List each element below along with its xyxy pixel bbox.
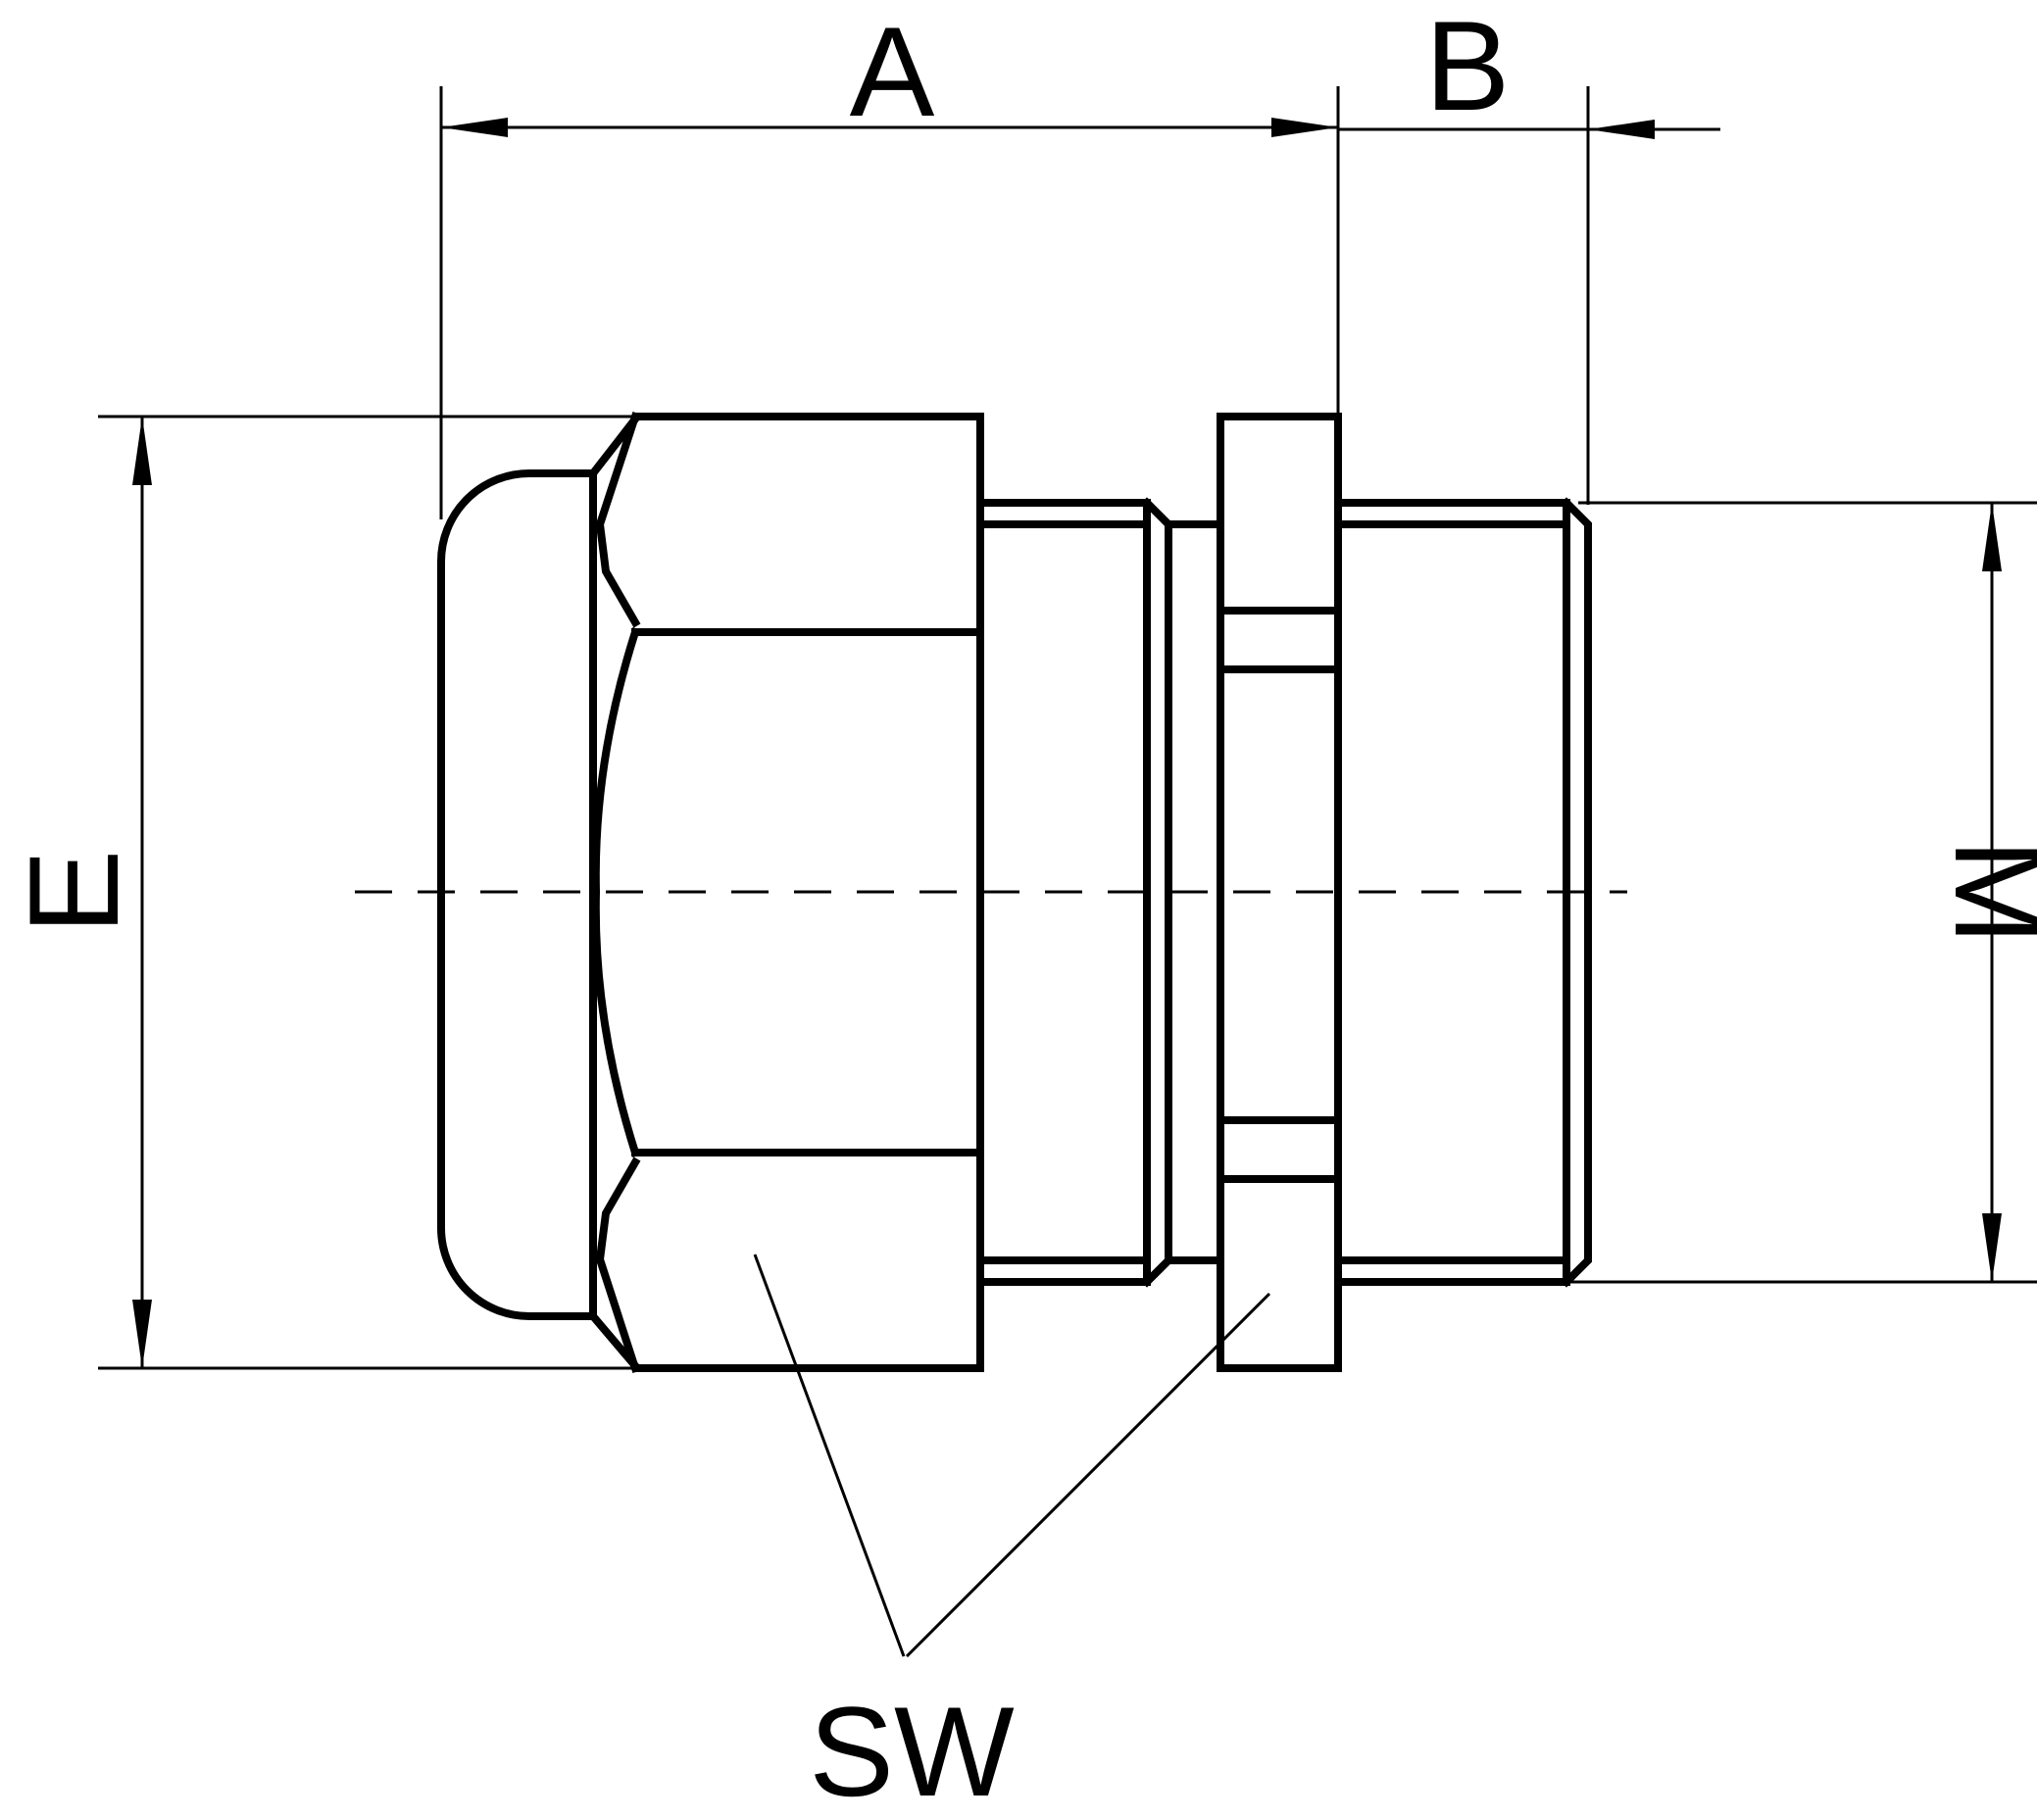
dimension-m: M xyxy=(1568,501,2037,1284)
spigot-end-chamfer xyxy=(1561,497,1592,1288)
threaded-spigot xyxy=(1334,497,1592,1288)
dimension-a-arrow-left xyxy=(441,118,508,137)
neck xyxy=(976,497,1224,1288)
hex-nut-chamfer-middle xyxy=(591,626,641,1158)
dimension-e-label: E xyxy=(2,850,145,935)
dimension-m-arrow-bottom xyxy=(1982,1213,2002,1282)
flange xyxy=(1217,413,1342,1372)
neck-shoulder-top xyxy=(1141,497,1224,528)
sw-leader-hex-nut xyxy=(753,1254,906,1657)
dimension-e-arrow-top xyxy=(132,417,152,485)
dimension-b-label: B xyxy=(1425,0,1511,137)
dimension-a: A xyxy=(439,0,1340,519)
sw-annotation: SW xyxy=(753,1254,1271,1820)
dimension-b: B xyxy=(1338,0,1720,505)
hex-nut-chamfer-bottom xyxy=(595,1156,641,1374)
sw-label: SW xyxy=(809,1680,1015,1820)
hex-nut xyxy=(587,411,984,1374)
dimension-m-arrow-top xyxy=(1982,503,2002,571)
dimension-a-label: A xyxy=(850,0,935,143)
dimension-a-arrow-right xyxy=(1271,118,1338,137)
flange-outline xyxy=(1217,413,1342,1372)
dimension-b-arrow xyxy=(1588,120,1655,139)
sw-leader-flange xyxy=(905,1292,1271,1658)
hex-nut-chamfer-top xyxy=(595,411,641,628)
dimension-e: E xyxy=(2,415,635,1370)
dimension-m-label: M xyxy=(1928,839,2037,945)
dome-cap-outline xyxy=(437,469,597,1320)
neck-shoulder-bottom xyxy=(1141,1256,1224,1288)
dimension-e-arrow-bottom xyxy=(132,1300,152,1368)
